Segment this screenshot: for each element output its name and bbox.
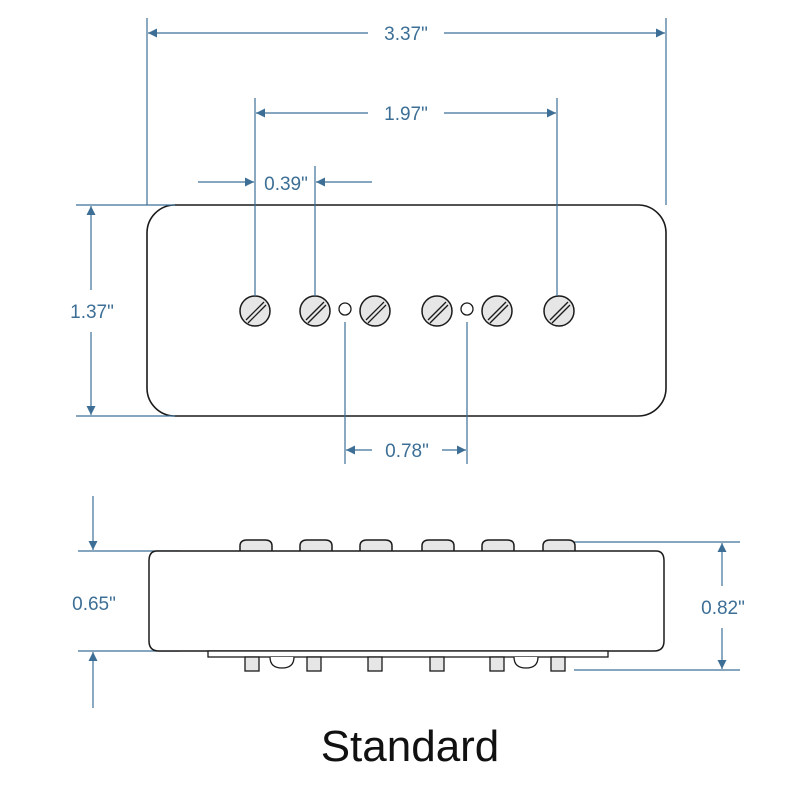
- dimension-labels: 3.37" 1.97" 0.39" 1.37" 0.78" 0.65" 0.82…: [70, 24, 745, 619]
- label-pole-spacing: 0.39": [264, 174, 308, 195]
- pole-top-5: [481, 539, 515, 551]
- label-outer-pole-span: 1.97": [384, 104, 428, 125]
- label-mount-hole-spacing: 0.78": [385, 441, 429, 462]
- pole-top-1: [239, 539, 273, 551]
- pole-top-4: [421, 539, 455, 551]
- mount-hole-left: [338, 302, 352, 316]
- label-overall-thickness: 0.82": [701, 598, 745, 619]
- pole-bottom-1: [244, 656, 260, 672]
- diagram-caption: Standard: [321, 722, 500, 771]
- pole-bottom-3: [367, 656, 383, 672]
- mount-boss-left: [269, 656, 295, 669]
- label-height: 1.37": [70, 302, 114, 323]
- pole-piece-4: [421, 295, 453, 327]
- mount-hole-right: [460, 302, 474, 316]
- pole-piece-3: [359, 295, 391, 327]
- top-view: [146, 204, 667, 417]
- dimension-lines: [76, 18, 740, 708]
- pole-piece-2: [299, 295, 331, 327]
- base-plate: [207, 650, 609, 658]
- label-body-thickness: 0.65": [72, 594, 116, 615]
- label-overall-width: 3.37": [384, 24, 428, 45]
- pole-piece-6: [543, 295, 575, 327]
- pole-bottom-5: [489, 656, 505, 672]
- pole-bottom-6: [550, 656, 566, 672]
- pole-top-6: [542, 539, 576, 551]
- pole-top-3: [359, 539, 393, 551]
- pickup-cover-top-view: [146, 204, 667, 417]
- pole-piece-1: [239, 295, 271, 327]
- pole-bottom-4: [429, 656, 445, 672]
- pole-top-2: [299, 539, 333, 551]
- side-view: [148, 539, 665, 672]
- pole-piece-5: [481, 295, 513, 327]
- mount-boss-right: [513, 656, 539, 669]
- pickup-cover-side-view: [148, 550, 665, 652]
- pole-bottom-2: [306, 656, 322, 672]
